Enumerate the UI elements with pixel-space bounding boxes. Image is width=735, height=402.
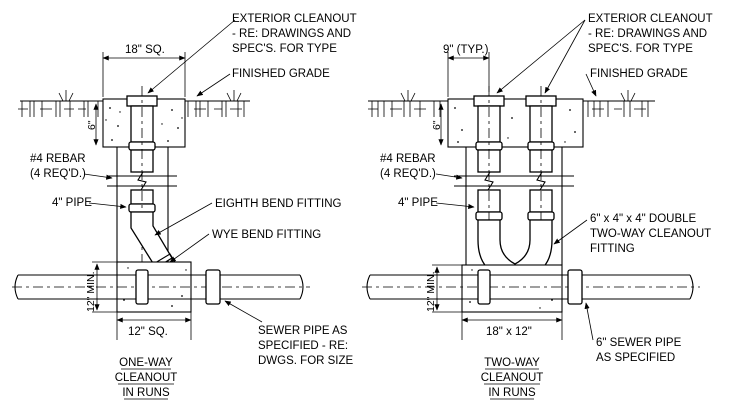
riser-pipes-right bbox=[473, 86, 557, 255]
sewer-label-right-1: 6" SEWER PIPE bbox=[596, 337, 682, 349]
sewer-pipe-right bbox=[362, 269, 700, 305]
rebar-label-left-2: (4 REQ'D.) bbox=[30, 168, 86, 180]
rebar-label-right-1: #4 REBAR bbox=[380, 153, 436, 165]
svg-text:IN RUNS: IN RUNS bbox=[122, 387, 170, 399]
cleanout-label-right-1: EXTERIOR CLEANOUT bbox=[588, 13, 713, 25]
cleanout-label-left-1: EXTERIOR CLEANOUT bbox=[232, 13, 357, 25]
dim-6-label: 6" bbox=[86, 120, 98, 130]
svg-text:ONE-WAY: ONE-WAY bbox=[119, 357, 173, 369]
title-two-way: TWO-WAY CLEANOUT IN RUNS bbox=[481, 357, 544, 400]
sewer-label-left-3: DWGS. FOR SIZE bbox=[258, 355, 354, 367]
sewer-label-left-2: SPECIFIED - RE: bbox=[258, 340, 348, 352]
grade-label-right: FINISHED GRADE bbox=[590, 68, 688, 80]
ground-right bbox=[368, 90, 655, 117]
cleanout-label-left-3: SPEC'S. FOR TYPE bbox=[232, 43, 337, 55]
sewer-label-left-1: SEWER PIPE AS bbox=[258, 325, 348, 337]
rebar-label-right-2: (4 REQ'D.) bbox=[380, 168, 436, 180]
grade-label-left: FINISHED GRADE bbox=[232, 68, 330, 80]
eighth-bend-label: EIGHTH BEND FITTING bbox=[215, 198, 342, 210]
dim-18-sq: 18" SQ. bbox=[102, 44, 186, 97]
dim-12sq-label: 12" SQ. bbox=[128, 326, 168, 338]
dim-18x12-label: 18" x 12" bbox=[486, 326, 532, 338]
svg-text:TWO-WAY: TWO-WAY bbox=[484, 357, 540, 369]
cleanout-label-right-2: - RE: DRAWINGS AND bbox=[588, 28, 707, 40]
pipe-label-right: 4" PIPE bbox=[398, 197, 438, 209]
sewer-pipe-left bbox=[12, 269, 310, 305]
cleanout-label-left-2: - RE: DRAWINGS AND bbox=[232, 28, 351, 40]
two-way-detail: 9" (TYP.) 6" 12" MIN. 18" x 12" EXTERIOR… bbox=[362, 13, 713, 400]
title-one-way: ONE-WAY CLEANOUT IN RUNS bbox=[115, 357, 178, 400]
svg-text:IN RUNS: IN RUNS bbox=[488, 387, 536, 399]
dim-18-label: 18" SQ. bbox=[125, 44, 165, 56]
ground-left bbox=[18, 90, 250, 117]
dim-12min-label: 12" MIN. bbox=[85, 272, 97, 313]
one-way-detail: 18" SQ. 6" 12" MIN. 12" SQ. EXTERIOR CLE… bbox=[12, 13, 357, 400]
dim-12min-right-label: 12" MIN. bbox=[425, 272, 437, 313]
fitting-label-1: 6" x 4" x 4" DOUBLE bbox=[590, 213, 697, 225]
rebar-label-left-1: #4 REBAR bbox=[30, 153, 86, 165]
sewer-label-right-2: AS SPECIFIED bbox=[596, 352, 675, 364]
fitting-label-3: FITTING bbox=[590, 243, 635, 255]
wye-label: WYE BEND FITTING bbox=[212, 229, 321, 241]
cleanout-label-right-3: SPEC'S. FOR TYPE bbox=[588, 43, 693, 55]
pipe-label-left: 4" PIPE bbox=[52, 197, 92, 209]
dim-9-label: 9" (TYP.) bbox=[443, 44, 489, 56]
svg-text:CLEANOUT: CLEANOUT bbox=[115, 372, 178, 384]
concrete-pad-right bbox=[447, 98, 584, 148]
svg-text:CLEANOUT: CLEANOUT bbox=[481, 372, 544, 384]
concrete-base-right bbox=[461, 264, 563, 313]
fitting-label-2: TWO-WAY CLEANOUT bbox=[590, 228, 711, 240]
dim-6-right-label: 6" bbox=[431, 120, 443, 130]
